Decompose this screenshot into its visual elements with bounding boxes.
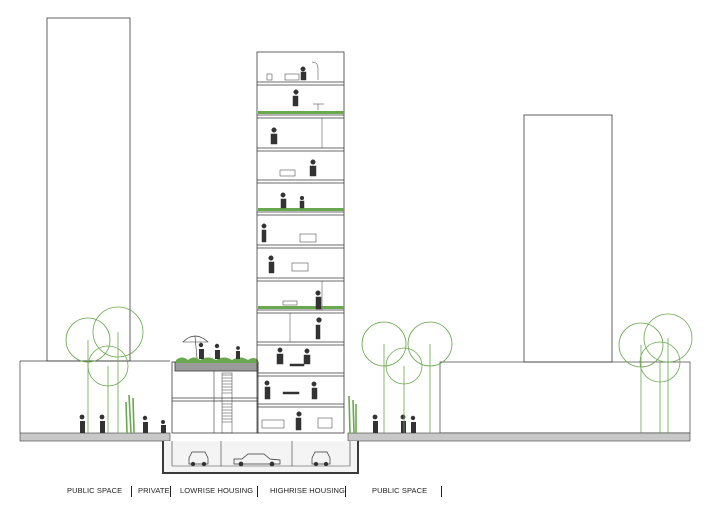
zone-label-private: PRIVATE [138, 486, 170, 495]
lowrise-block [171, 361, 259, 434]
parked-car-icon [311, 451, 331, 467]
zone-separator [131, 486, 132, 497]
parked-car-icon [188, 451, 209, 467]
pedestrian-figures [79, 414, 416, 433]
zone-label-public-space-right: PUBLIC SPACE [372, 486, 428, 495]
zone-label-highrise-housing: HIGHRISE HOUSING [270, 486, 345, 495]
balcony-planting [258, 111, 344, 309]
tower-interior-figures [261, 61, 333, 431]
parked-car-icon [233, 453, 281, 467]
left-tall-building [46, 17, 131, 362]
right-tall-building [523, 114, 613, 363]
zone-label-public-space-left: PUBLIC SPACE [67, 486, 123, 495]
right-low-block [439, 361, 691, 434]
rooftop-figures [198, 342, 240, 359]
stair-icon [221, 372, 233, 434]
umbrella-icon [182, 335, 209, 359]
zone-separator [257, 486, 258, 497]
ground-band-left [19, 432, 171, 442]
zone-separator [170, 486, 171, 497]
tree-group-center [348, 321, 453, 434]
tree-group-left [65, 306, 144, 434]
underground-parking [162, 441, 359, 474]
zone-separator [345, 486, 346, 497]
tree-group-right [618, 313, 693, 433]
zone-separator [441, 486, 442, 497]
highrise-tower [256, 51, 345, 434]
ground-band-right [347, 432, 691, 442]
zone-label-lowrise-housing: LOWRISE HOUSING [180, 486, 254, 495]
